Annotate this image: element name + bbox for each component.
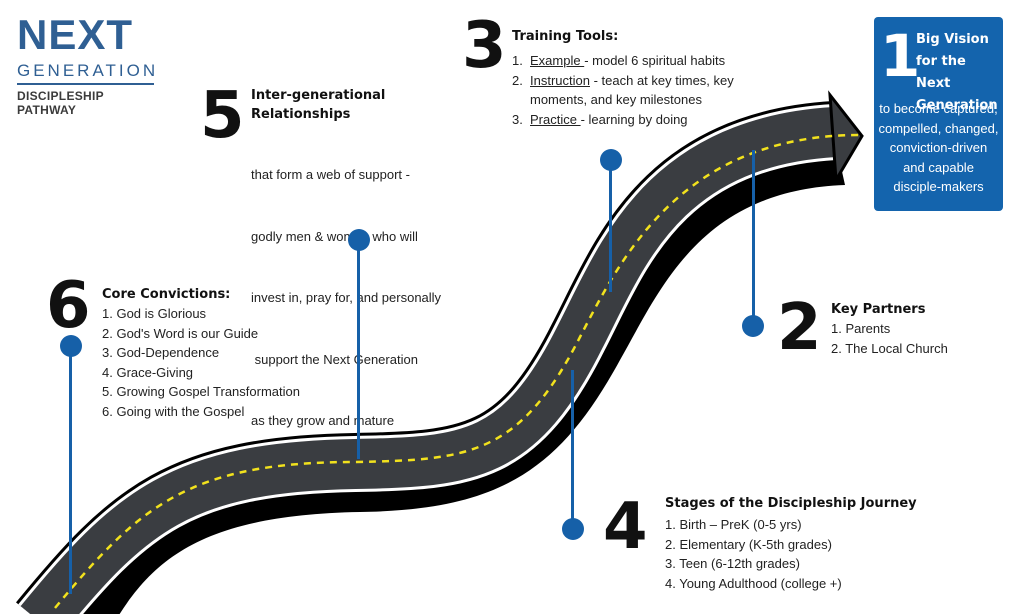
vision-body-line: and capable [903,159,974,175]
section-number: 1 [880,22,921,90]
tool-desc: - teach at key times, key [589,72,734,88]
vision-body-line: disciple-makers [893,179,984,195]
heading-line: Relationships [251,107,351,122]
list-item: 4. Grace-Giving [102,364,194,380]
body-line: godly men & women who will [251,228,418,244]
convictions-number: 6 [46,269,91,343]
stages-number: 4 [603,490,648,564]
relationships-pin-line [357,245,360,459]
relationships-section: Inter-generational Relationships that fo… [251,86,441,473]
stages-heading: Stages of the Discipleship Journey [665,496,917,511]
list-item: 4. Young Adulthood (college +) [665,575,842,591]
vision-body-line: to become captured, [879,101,998,116]
list-item: 2. The Local Church [831,340,948,356]
relationships-body: that form a web of support - godly men &… [251,124,441,473]
partners-list: 1. Parents 2. The Local Church [831,319,948,358]
tools-pin-line [609,160,612,292]
vision-heading-line: Big Vision [916,32,989,47]
body-line: that form a web of support - [251,167,410,182]
logo-generation: GENERATION [17,61,159,80]
partners-pin [742,315,764,337]
list-item: moments, and key milestones [512,90,734,110]
body-line: as they grow and mature [251,413,395,428]
list-item: 2. Elementary (K-5th grades) [665,536,832,552]
tool-desc: - learning by doing [580,111,688,127]
tools-section: Training Tools: 1. Example - model 6 spir… [512,27,734,129]
vision-heading-line: Generation [916,98,998,113]
convictions-section: Core Convictions: 1. God is Glorious 2. … [102,285,300,421]
convictions-list: 1. God is Glorious 2. God's Word is our … [102,304,300,421]
tools-number: 3 [462,9,507,83]
list-item: 1. Birth – PreK (0-5 yrs) [665,517,802,532]
vision-body-line: conviction-driven [889,140,988,156]
road-tip [828,90,864,185]
relationships-pin [348,229,370,251]
vision-heading-line: for the Next [916,54,966,91]
heading-line: Inter-generational [251,88,386,103]
list-item: 3. God-Dependence [102,345,220,360]
relationships-number: 5 [200,79,245,153]
stages-pin [562,518,584,540]
vision-body-line: compelled, changed, [878,120,999,136]
convictions-pin-line [69,352,72,594]
tools-list: 1. Example - model 6 spiritual habits 2. I… [512,51,734,129]
list-item: 1. Example - model 6 spiritual habits [512,51,734,71]
vision-heading: Big Vision for the Next Generation [916,29,1002,117]
stages-list: 1. Birth – PreK (0-5 yrs) 2. Elementary … [665,515,917,593]
partners-heading: Key Partners [831,302,926,317]
tool-term: Example [530,53,585,68]
vision-body: to become captured, compelled, changed, … [874,99,1003,197]
tool-desc: - model 6 spiritual habits [584,53,726,68]
logo-tagline: DISCIPLESHIP PATHWAY [17,89,104,117]
partners-section: Key Partners 1. Parents 2. The Local Chu… [831,300,948,358]
list-item: 5. Growing Gospel Transformation [102,384,300,399]
stages-pin-line [571,370,574,520]
tool-desc: moments, and key milestones [530,92,702,107]
list-item: 6. Going with the Gospel [102,403,245,419]
list-item: 2. Instruction - teach at key times, key [512,71,734,91]
list-item: 3. Practice - learning by doing [512,110,734,130]
partners-number: 2 [777,291,822,365]
logo: NEXT GENERATION DISCIPLESHIP PATHWAY [17,11,159,117]
body-line: invest in, pray for, and personally [251,290,442,305]
list-number: 1. [512,53,523,68]
vision-card: 1 Big Vision for the Next Generation to … [874,17,1003,211]
relationships-heading: Inter-generational Relationships [251,86,441,124]
convictions-pin [60,335,82,357]
tool-term: Instruction [530,72,590,88]
body-line: support the Next Generation [251,351,418,367]
convictions-heading: Core Convictions: [102,287,231,302]
partners-pin-line [752,150,755,326]
list-item: 3. Teen (6-12th grades) [665,556,800,571]
list-item: 1. God is Glorious [102,306,207,321]
list-number: 2. [512,72,523,88]
road-center-line [54,133,861,609]
list-item: 1. Parents [831,321,891,336]
tool-term: Practice [530,111,581,127]
list-number: 3. [512,111,523,127]
stages-section: Stages of the Discipleship Journey 1. Bi… [665,494,917,593]
list-item: 2. God's Word is our Guide [102,325,259,341]
logo-wordmark: NEXT [17,11,134,58]
logo-divider [17,83,154,85]
tools-heading: Training Tools: [512,29,619,44]
